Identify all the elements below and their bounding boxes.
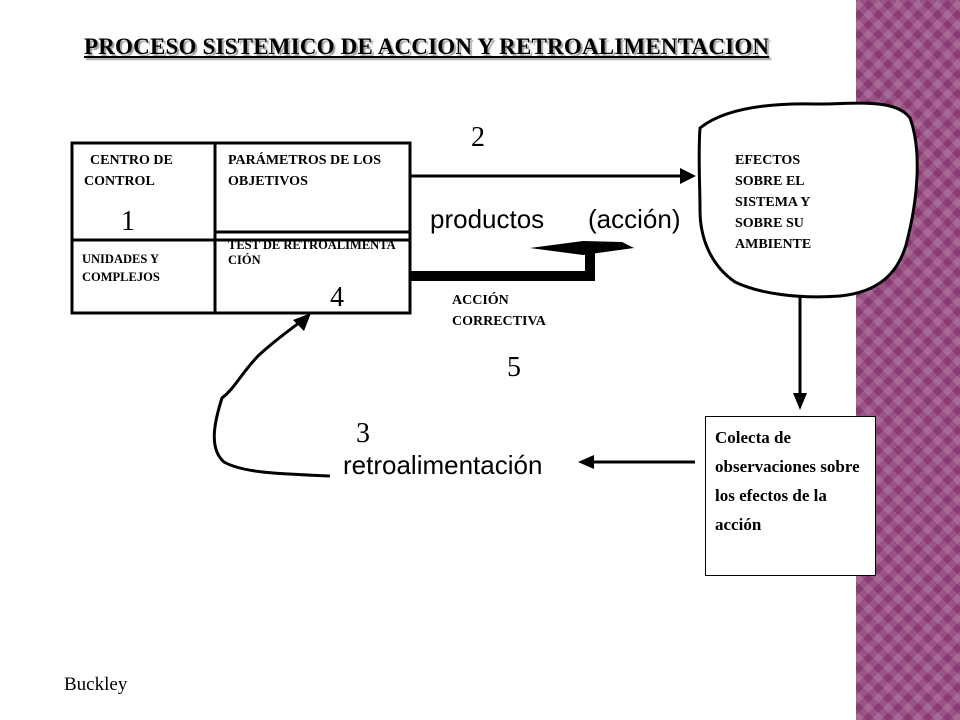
number-4: 4 — [330, 282, 344, 313]
test-label: TEST DE RETROALIMENTACIÓN — [228, 238, 396, 267]
retroalimentacion-label: retroalimentación — [343, 450, 543, 480]
colecta-label: Colecta de observaciones sobre los efect… — [715, 428, 860, 534]
unidades-label: UNIDADES Y COMPLEJOS — [82, 252, 160, 284]
number-1: 1 — [121, 206, 135, 237]
centro-control-label: CENTRO DE CONTROL — [84, 153, 173, 189]
number-5: 5 — [507, 352, 521, 383]
efectos-label: EFECTOS SOBRE EL SISTEMA Y SOBRE SU AMBI… — [735, 153, 812, 252]
number-3: 3 — [356, 418, 370, 449]
productos-label: productos — [430, 204, 545, 234]
feedback-loop-curve — [212, 320, 331, 478]
colecta-box: Colecta de observaciones sobre los efect… — [705, 416, 876, 576]
corrective-action-arrowhead — [530, 241, 634, 255]
down-arrowhead — [793, 393, 807, 410]
accion-correctiva-label: ACCIÓN CORRECTIVA — [452, 293, 546, 329]
corrective-action-line — [410, 248, 595, 281]
feedback-arrowhead — [578, 455, 594, 469]
number-2: 2 — [471, 122, 485, 153]
action-arrowhead — [680, 168, 696, 184]
footer-author: Buckley — [64, 674, 128, 695]
accion-label: (acción) — [588, 204, 681, 234]
parametros-label: PARÁMETROS DE LOS OBJETIVOS — [228, 153, 381, 189]
effects-cloud-mask — [855, 143, 873, 271]
control-box-outline — [70, 141, 412, 315]
feedback-loop-arrowhead — [293, 313, 311, 331]
page-title: PROCESO SISTEMICO DE ACCION Y RETROALIME… — [84, 34, 770, 59]
